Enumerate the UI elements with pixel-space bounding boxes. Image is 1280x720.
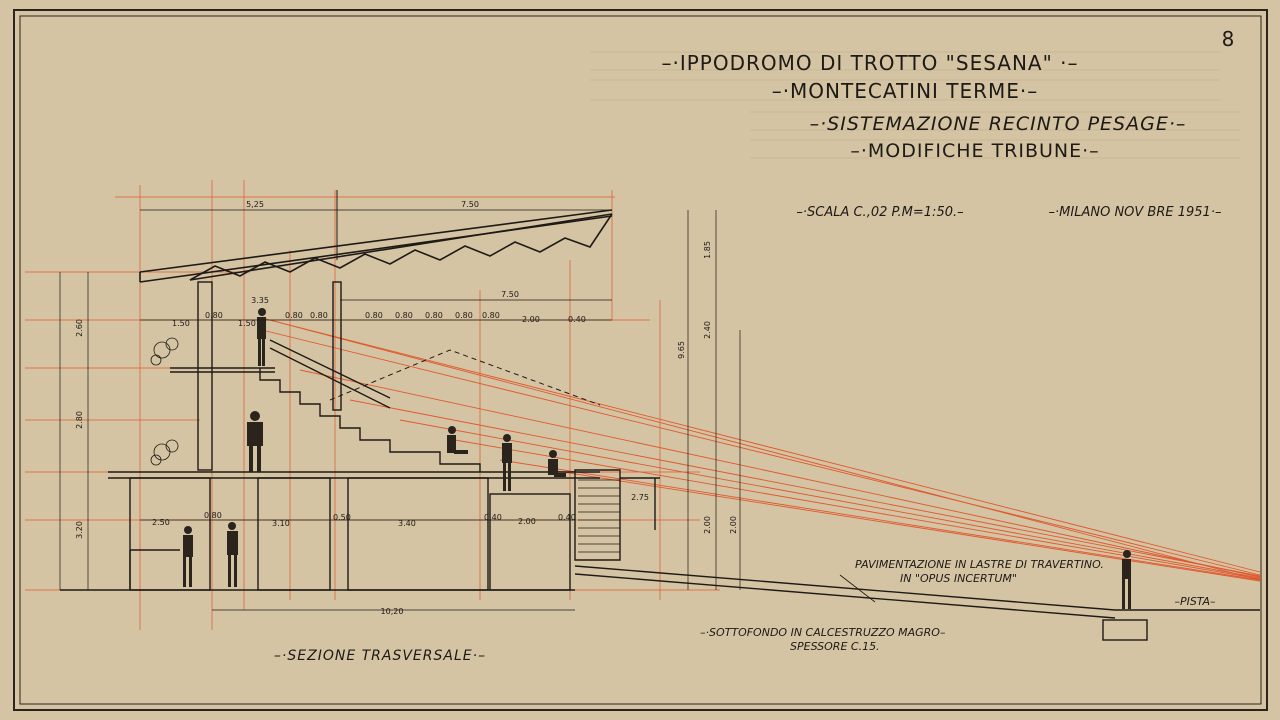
outer-border [13,9,1268,711]
place-date: –·MILANO NOV BRE 1951·– [1049,205,1222,220]
people [183,308,1131,609]
dim-row-0: 1.50 [172,319,190,328]
dim-ground-1: 0.80 [204,511,222,520]
section-title: –·SEZIONE TRASVERSALE·– [274,648,486,664]
person-seated [447,426,468,454]
dim-row-5: 0.80 [365,311,383,320]
dim-ground-3: 0.50 [333,513,351,522]
dim-row-3: 0.80 [285,311,303,320]
title-line-2: –·MONTECATINI TERME·– [772,79,1039,103]
dim-row-8: 0.80 [455,311,473,320]
dim-ground-5: 0.40 [484,513,502,522]
dim-row-4: 0.80 [310,311,328,320]
person-mid [247,411,263,472]
dim-ground-6: 2.00 [518,517,536,526]
dim-row-10: 2.00 [522,315,540,324]
dim-ground-0: 2.50 [152,518,170,527]
title-line-4: –·MODIFICHE TRIBUNE·– [850,140,1099,162]
dim-roof-left: 3.35 [251,296,269,305]
sight-lines [261,317,1261,582]
dim-top-right: 7.50 [461,200,479,209]
dim-left-vert-0: 2.60 [75,319,84,337]
sheet-number: 8 [1222,27,1235,51]
dim-row-11: 0.40 [568,315,586,324]
ramp [574,565,1260,641]
plants [150,337,179,466]
note-subbase-1: –·SOTTOFONDO IN CALCESTRUZZO MAGRO– [700,626,946,639]
dim-ground-4: 3.40 [398,519,416,528]
dim-right-vert-mid: 2.40 [703,321,712,339]
note-paving-2: IN "OPUS INCERTUM" [900,572,1017,585]
person-ground-2 [227,522,238,587]
dim-ground-7: 0.40 [558,513,576,522]
dim-right-vert-total: 9.65 [677,341,686,359]
dim-left-vert-1: 2.80 [75,411,84,429]
person-ground-1 [183,526,193,587]
dim-row-9: 0.80 [482,311,500,320]
dim-ground-2: 3.10 [272,519,290,528]
structure [60,281,660,591]
dim-right-vert-top: 1.85 [703,241,712,259]
dim-top-left: 5,25 [246,200,264,209]
dashed-roof [329,349,601,406]
dim-mid-right: 7.50 [501,290,519,299]
title-line-1: –·IPPODROMO DI TROTTO "SESANA" ·– [661,51,1078,75]
roof-truss [139,209,613,283]
note-track: –PISTA– [1174,595,1216,608]
dim-right-vert-low-1: 2.00 [729,516,738,534]
dim-row-2: 1.50 [238,319,256,328]
title-guidelines [590,51,1240,159]
paving-leader [839,574,876,603]
dim-left-vert-2: 3.20 [75,521,84,539]
dim-step-width: 2.75 [631,493,649,502]
dimension-lines [59,209,741,611]
title-line-3: –·SISTEMAZIONE RECINTO PESAGE·– [810,113,1187,135]
person-upper [257,308,266,366]
stair [578,479,620,553]
dim-base: 10,20 [381,607,404,616]
note-paving-1: PAVIMENTAZIONE IN LASTRE DI TRAVERTINO. [855,558,1104,571]
person-seated-2 [548,450,566,477]
dim-row-6: 0.80 [395,311,413,320]
person-trackside [1122,550,1131,609]
dim-row-1: 0.80 [205,311,223,320]
scale-note: –·SCALA C.,02 P.M=1:50.– [796,205,963,220]
note-subbase-2: SPESSORE C.15. [790,640,880,653]
dim-right-vert-low-0: 2.00 [703,516,712,534]
person-standing [502,434,512,491]
dim-row-7: 0.80 [425,311,443,320]
inner-border [19,15,1262,705]
